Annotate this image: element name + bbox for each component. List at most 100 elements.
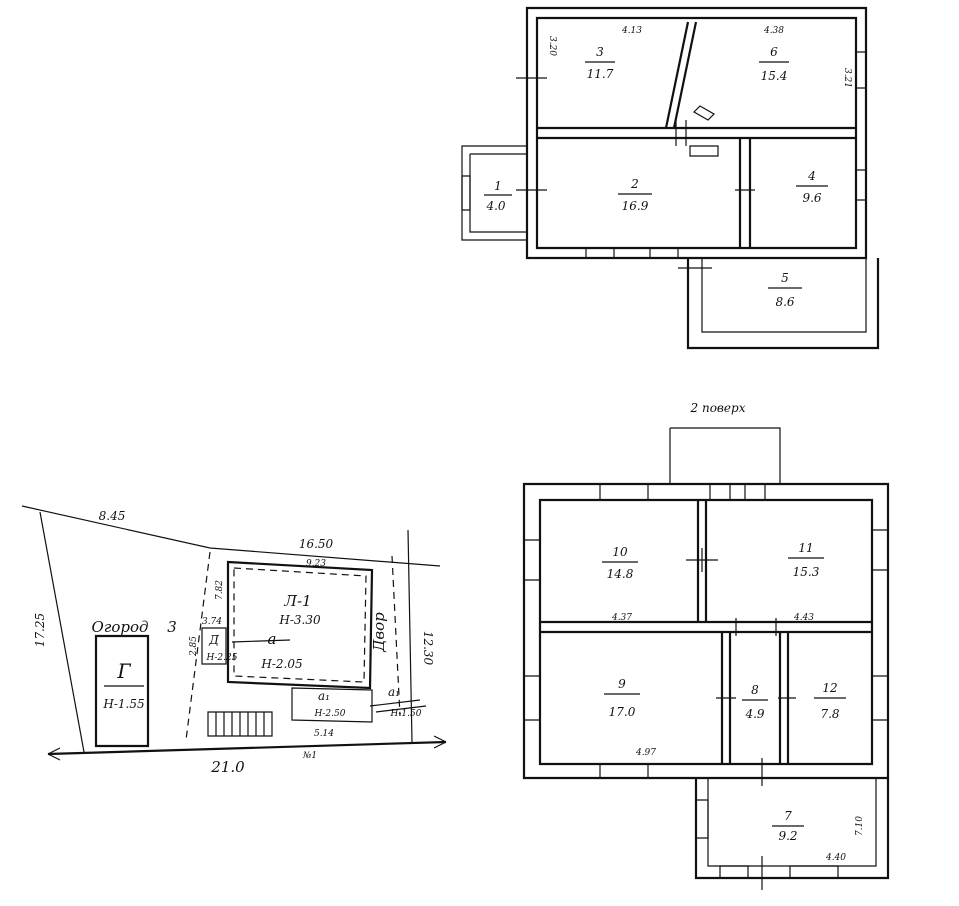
- room-4-area: 9.6: [802, 191, 821, 205]
- site-main-house: [226, 560, 374, 690]
- room-7-num: 7: [784, 809, 792, 823]
- floor-2-window-north: [599, 483, 766, 501]
- site-annex-label: а: [268, 630, 277, 648]
- floor-1-plan: 3 11.7 6 15.4 1 4.0 2 16.9 4 9.6 5 8.6 4…: [461, 6, 880, 350]
- floor-2-dim-7-w: 4.40: [825, 853, 846, 863]
- room-10-area: 14.8: [607, 567, 634, 581]
- floor-2-north-annex: [669, 427, 781, 484]
- site-plan: 8.45 16.50 9.23 17.25 12.30 21.0 5.14 7.…: [21, 505, 447, 776]
- floor-2-plan: 2 поверх 10 14.8 11 15.3 9 17.0 8: [522, 401, 890, 890]
- room-5-area: 8.6: [775, 295, 794, 309]
- site-annex-height: Н-2.05: [260, 657, 302, 671]
- site-corner-label: а₁: [388, 685, 400, 699]
- floor-2-door-marks: [686, 548, 796, 890]
- room-1-area: 4.0: [485, 199, 505, 213]
- site-dim-d-top: 3.74: [202, 617, 222, 627]
- site-street-line: [47, 740, 447, 756]
- site-west-boundary: [39, 511, 85, 753]
- site-annex-line: [231, 639, 291, 643]
- floor-1-annex-wall: [461, 145, 527, 241]
- floor-2-title: 2 поверх: [690, 401, 746, 415]
- site-outbuilding-d: [201, 627, 227, 665]
- room-6-area: 15.4: [761, 69, 788, 83]
- site-garden-label: Огород: [91, 618, 148, 636]
- site-north-boundary: [21, 505, 441, 567]
- site-dim-street: 21.0: [210, 758, 245, 776]
- site-east-boundary: [407, 529, 413, 743]
- room-6-num: 6: [770, 45, 778, 59]
- floor-1-window-west: [461, 175, 471, 211]
- room-11-num: 11: [798, 541, 813, 555]
- floor-1-dim-left: 3.20: [547, 36, 557, 56]
- site-yard-label: Двор: [370, 612, 388, 653]
- room-8-num: 8: [751, 683, 759, 697]
- room-12-num: 12: [822, 681, 837, 695]
- site-garden-number: 3: [167, 618, 177, 636]
- room-10-num: 10: [612, 545, 628, 559]
- site-garage: [94, 634, 150, 748]
- site-dim-d-side: 2.85: [189, 636, 199, 657]
- site-porch-height: Н-2.50: [314, 709, 346, 719]
- room-8-area: 4.9: [744, 707, 764, 721]
- floor-1-annex-5-wall: [686, 258, 880, 350]
- site-corner-marks: [369, 699, 427, 713]
- site-garage-height: Н-1.55: [102, 697, 144, 711]
- site-street-arrows: [47, 735, 447, 761]
- room-12-area: 7.8: [820, 707, 839, 721]
- floor-1-partition: [537, 126, 856, 140]
- site-divider: [185, 551, 211, 741]
- site-garage-label: Г: [116, 659, 131, 683]
- site-outbuilding-d-height: Н-2.25: [206, 653, 238, 663]
- site-dim-east: 12.30: [421, 631, 435, 666]
- room-1-num: 1: [494, 179, 502, 193]
- site-dim-house-top: 9.23: [306, 559, 326, 569]
- floor-1-outer-wall: [525, 6, 868, 260]
- room-11-area: 15.3: [793, 565, 820, 579]
- room-4-num: 4: [807, 169, 816, 183]
- floor-2-partition: [540, 620, 872, 634]
- floor-2-annex-7-inner: [707, 778, 877, 867]
- floor-1-stove: [689, 105, 719, 157]
- site-corner-height: Н-1.50: [390, 709, 422, 719]
- floor-2-dim-11: 4.43: [793, 613, 814, 623]
- floor-1-dim-top-left: 4.13: [621, 26, 642, 36]
- room-3-area: 11.7: [587, 67, 614, 81]
- floor-2-window-annex: [695, 799, 839, 879]
- room-2-area: 16.9: [622, 199, 649, 213]
- room-5-num: 5: [781, 271, 789, 285]
- site-main-bldg-label: Л-1: [283, 592, 311, 610]
- floor-1-diagonal-wall: [664, 21, 698, 129]
- floor-2-wall-10-11: [696, 500, 708, 622]
- floor-2-dim-10: 4.37: [611, 613, 632, 623]
- floor-2-window-east: [871, 529, 889, 721]
- floor-1-annex-inner: [469, 153, 527, 233]
- site-dim-north: 16.50: [299, 537, 334, 551]
- room-3-num: 3: [596, 45, 604, 59]
- room-2-num: 2: [630, 177, 639, 191]
- site-east-dashed: [391, 555, 401, 717]
- floor-1-annex-5-inner: [701, 258, 867, 333]
- room-9-num: 9: [618, 677, 626, 691]
- floor-1-inner-wall: [535, 16, 858, 250]
- floor-1-dim-top-right: 4.38: [763, 26, 784, 36]
- floor-1-wall-2-4: [738, 138, 752, 248]
- floor-2-dim-9: 4.97: [635, 748, 656, 758]
- site-dim-north-west: 8.45: [99, 509, 126, 523]
- site-outbuilding-d-label: Д: [208, 633, 219, 647]
- floor-2-window-west: [523, 539, 541, 721]
- floor-2-window-south: [599, 763, 649, 779]
- site-main-bldg-height: Н-3.30: [278, 613, 321, 627]
- site-dim-porch: 5.14: [314, 729, 334, 739]
- floor-1-window-east: [855, 51, 867, 201]
- site-dim-west: 17.25: [33, 613, 47, 647]
- floor-1-door-marks: [516, 77, 755, 269]
- floor-1-window-south: [585, 247, 679, 259]
- room-7-area: 9.2: [778, 829, 797, 843]
- site-point-1: №1: [302, 751, 317, 761]
- floor-2-dim-7-h: 7.10: [855, 816, 865, 836]
- floor-1-dim-right: 3.21: [842, 68, 852, 88]
- site-porch: [291, 687, 373, 723]
- room-9-area: 17.0: [609, 705, 636, 719]
- site-main-house-inner: [233, 567, 367, 683]
